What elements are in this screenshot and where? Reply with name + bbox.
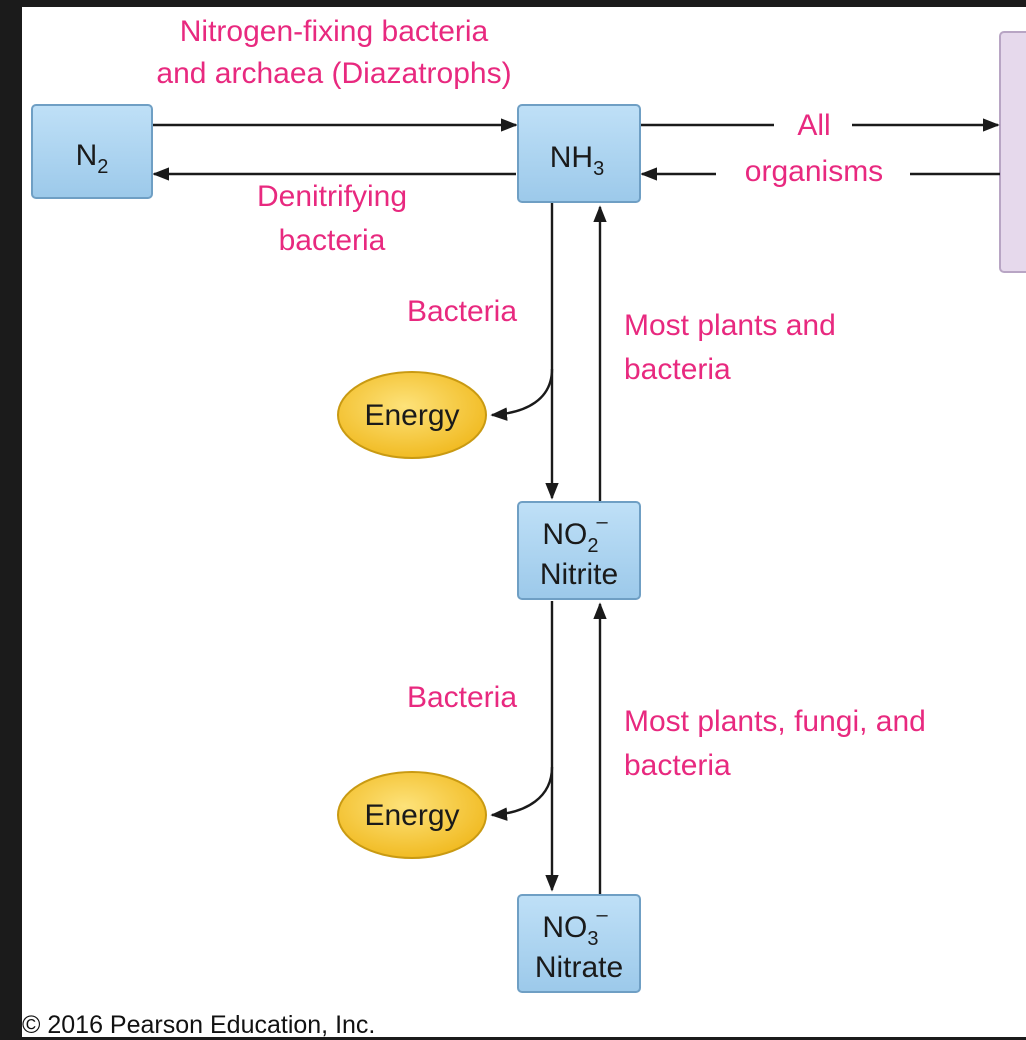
energy-label-1: Energy	[364, 399, 459, 432]
nh3-label: NH	[550, 141, 593, 174]
energy-node-2: Energy	[337, 771, 487, 859]
svg-text:NH3: NH3	[550, 141, 604, 180]
nh3-subscript: 3	[593, 158, 604, 180]
nitrate-node: NO3– Nitrate	[517, 894, 641, 993]
energy-label-2: Energy	[364, 799, 459, 832]
denitrifying-label-line2: bacteria	[279, 224, 386, 257]
nitrification-bacteria-label-1: Bacteria	[407, 295, 517, 328]
diagram-canvas: N2 NH3 NO2– Nitrite	[22, 7, 1026, 1039]
svg-text:NO2–: NO2–	[542, 511, 608, 557]
all-organisms-label-line1: All	[797, 109, 830, 142]
n2-node: N2	[31, 104, 153, 199]
organic-nitrogen-box	[999, 31, 1026, 273]
no3-label: NO	[542, 911, 587, 944]
assimilation-label-2-line1: Most plants, fungi, and	[624, 705, 926, 738]
nitrification-bacteria-label-2: Bacteria	[407, 681, 517, 714]
assimilation-label-1-line1: Most plants and	[624, 309, 836, 342]
n2-label: N	[76, 139, 98, 172]
nh3-node: NH3	[517, 104, 641, 203]
fixation-label-line1: Nitrogen-fixing bacteria	[180, 15, 489, 48]
assimilation-label-2-line2: bacteria	[624, 749, 731, 782]
no2-charge: –	[597, 511, 609, 533]
energy-node-1: Energy	[337, 371, 487, 459]
nitrite-node: NO2– Nitrite	[517, 501, 641, 600]
svg-text:N2: N2	[76, 139, 109, 178]
no2-subscript: 2	[587, 535, 598, 557]
arrow-energy-release-1	[490, 368, 554, 421]
assimilation-label-1-line2: bacteria	[624, 353, 731, 386]
nitrogen-cycle-diagram: N2 NH3 NO2– Nitrite	[31, 15, 1026, 993]
nitrate-name: Nitrate	[535, 951, 623, 984]
no2-label: NO	[542, 518, 587, 551]
no3-charge: –	[597, 904, 609, 926]
all-organisms-label-line2: organisms	[745, 155, 883, 188]
svg-text:NO3–: NO3–	[542, 904, 608, 950]
n2-subscript: 2	[97, 156, 108, 178]
no3-subscript: 3	[587, 928, 598, 950]
fixation-label-line2: and archaea (Diazatrophs)	[156, 57, 511, 90]
copyright-notice: © 2016 Pearson Education, Inc.	[22, 1011, 376, 1039]
nitrite-name: Nitrite	[540, 558, 618, 591]
arrow-energy-release-2	[490, 766, 554, 821]
denitrifying-label-line1: Denitrifying	[257, 180, 407, 213]
